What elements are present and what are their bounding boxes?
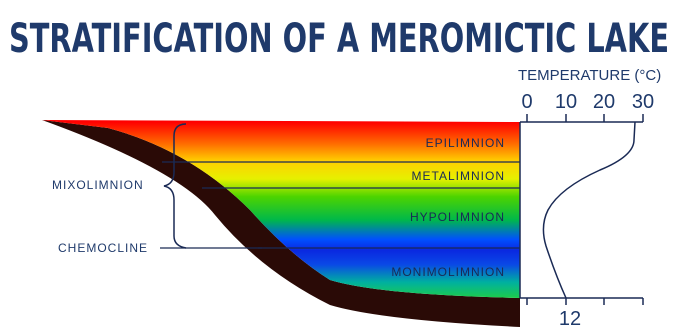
chemocline-label: CHEMOCLINE	[58, 241, 148, 255]
mixolimnion-label: MIXOLIMNION	[52, 178, 144, 192]
temperature-tick-30: 30	[632, 91, 654, 113]
layer-label-monimolimnion: MONIMOLIMNION	[391, 265, 505, 279]
temperature-tick-10: 10	[555, 91, 577, 113]
temperature-axis-top	[520, 114, 643, 122]
layer-label-epilimnion: EPILIMNION	[426, 136, 505, 150]
bottom-temperature-value: 12	[559, 308, 581, 327]
temperature-axis-bottom	[520, 298, 643, 305]
layer-label-hypolimnion: HYPOLIMNION	[410, 210, 505, 224]
temperature-axis-label: TEMPERATURE (°C)	[518, 67, 661, 84]
layer-label-metalimnion: METALIMNION	[412, 169, 505, 183]
temperature-tick-0: 0	[521, 91, 532, 113]
temperature-tick-20: 20	[593, 91, 615, 113]
diagram-title: STRATIFICATION OF A MEROMICTIC LAKE	[9, 16, 669, 62]
temperature-profile-curve	[543, 122, 635, 298]
